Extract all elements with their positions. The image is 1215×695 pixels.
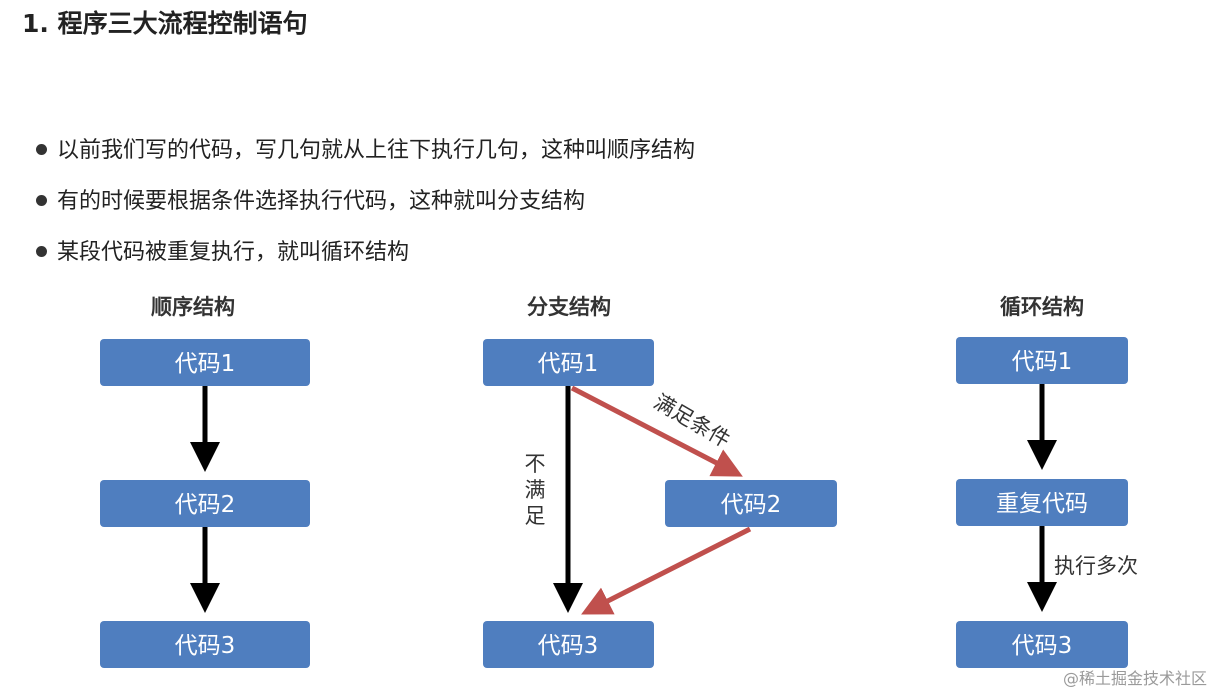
sequence-box-3: 代码3 [100, 621, 310, 668]
bullet-dot-icon [36, 246, 47, 257]
watermark: @稀土掘金技术社区 [1062, 669, 1207, 688]
branch-label-not-satisfied-3: 足 [525, 504, 546, 528]
loop-diagram: 循环结构 代码1 重复代码 代码3 执行多次 [956, 295, 1138, 668]
loop-box-1: 代码1 [956, 337, 1128, 384]
branch-box-2: 代码2 [665, 480, 837, 527]
sequence-box-2-label: 代码2 [175, 492, 236, 518]
loop-title: 循环结构 [1000, 295, 1084, 319]
sequence-diagram: 顺序结构 代码1 代码2 代码3 [100, 295, 310, 668]
branch-diagram: 分支结构 代码1 代码2 代码3 满足条件 不 满 足 [483, 295, 837, 668]
loop-box-1-label: 代码1 [1012, 349, 1073, 375]
bullet-text: 某段代码被重复执行，就叫循环结构 [57, 240, 410, 265]
loop-box-2: 重复代码 [956, 479, 1128, 526]
branch-label-satisfied: 满足条件 [650, 390, 735, 453]
branch-box-1: 代码1 [483, 339, 654, 386]
branch-label-not-satisfied-2: 满 [525, 478, 546, 502]
sequence-box-2: 代码2 [100, 480, 310, 527]
sequence-title: 顺序结构 [151, 295, 235, 319]
bullet-list: 以前我们写的代码，写几句就从上往下执行几句，这种叫顺序结构 有的时候要根据条件选… [36, 134, 695, 287]
branch-title: 分支结构 [527, 295, 611, 319]
sequence-box-1-label: 代码1 [175, 351, 236, 377]
loop-box-3: 代码3 [956, 621, 1128, 668]
branch-arrow-satisfied [570, 385, 743, 477]
bullet-dot-icon [36, 195, 47, 206]
bullet-item: 以前我们写的代码，写几句就从上往下执行几句，这种叫顺序结构 [36, 134, 695, 168]
sequence-box-1: 代码1 [100, 339, 310, 386]
page-title: 1. 程序三大流程控制语句 [22, 9, 308, 38]
branch-arrow-2-3 [581, 526, 752, 615]
branch-box-2-label: 代码2 [721, 492, 782, 518]
sequence-box-3-label: 代码3 [175, 633, 236, 659]
branch-label-not-satisfied-1: 不 [525, 452, 546, 476]
branch-box-3: 代码3 [483, 621, 654, 668]
bullet-item: 有的时候要根据条件选择执行代码，这种就叫分支结构 [36, 185, 695, 219]
bullet-text: 有的时候要根据条件选择执行代码，这种就叫分支结构 [57, 189, 586, 214]
branch-box-1-label: 代码1 [538, 351, 599, 377]
bullet-text: 以前我们写的代码，写几句就从上往下执行几句，这种叫顺序结构 [57, 138, 696, 163]
bullet-item: 某段代码被重复执行，就叫循环结构 [36, 236, 695, 270]
loop-box-3-label: 代码3 [1012, 633, 1073, 659]
loop-label-repeat: 执行多次 [1054, 554, 1138, 578]
loop-box-2-label: 重复代码 [996, 491, 1088, 517]
bullet-dot-icon [36, 144, 47, 155]
branch-box-3-label: 代码3 [538, 633, 599, 659]
